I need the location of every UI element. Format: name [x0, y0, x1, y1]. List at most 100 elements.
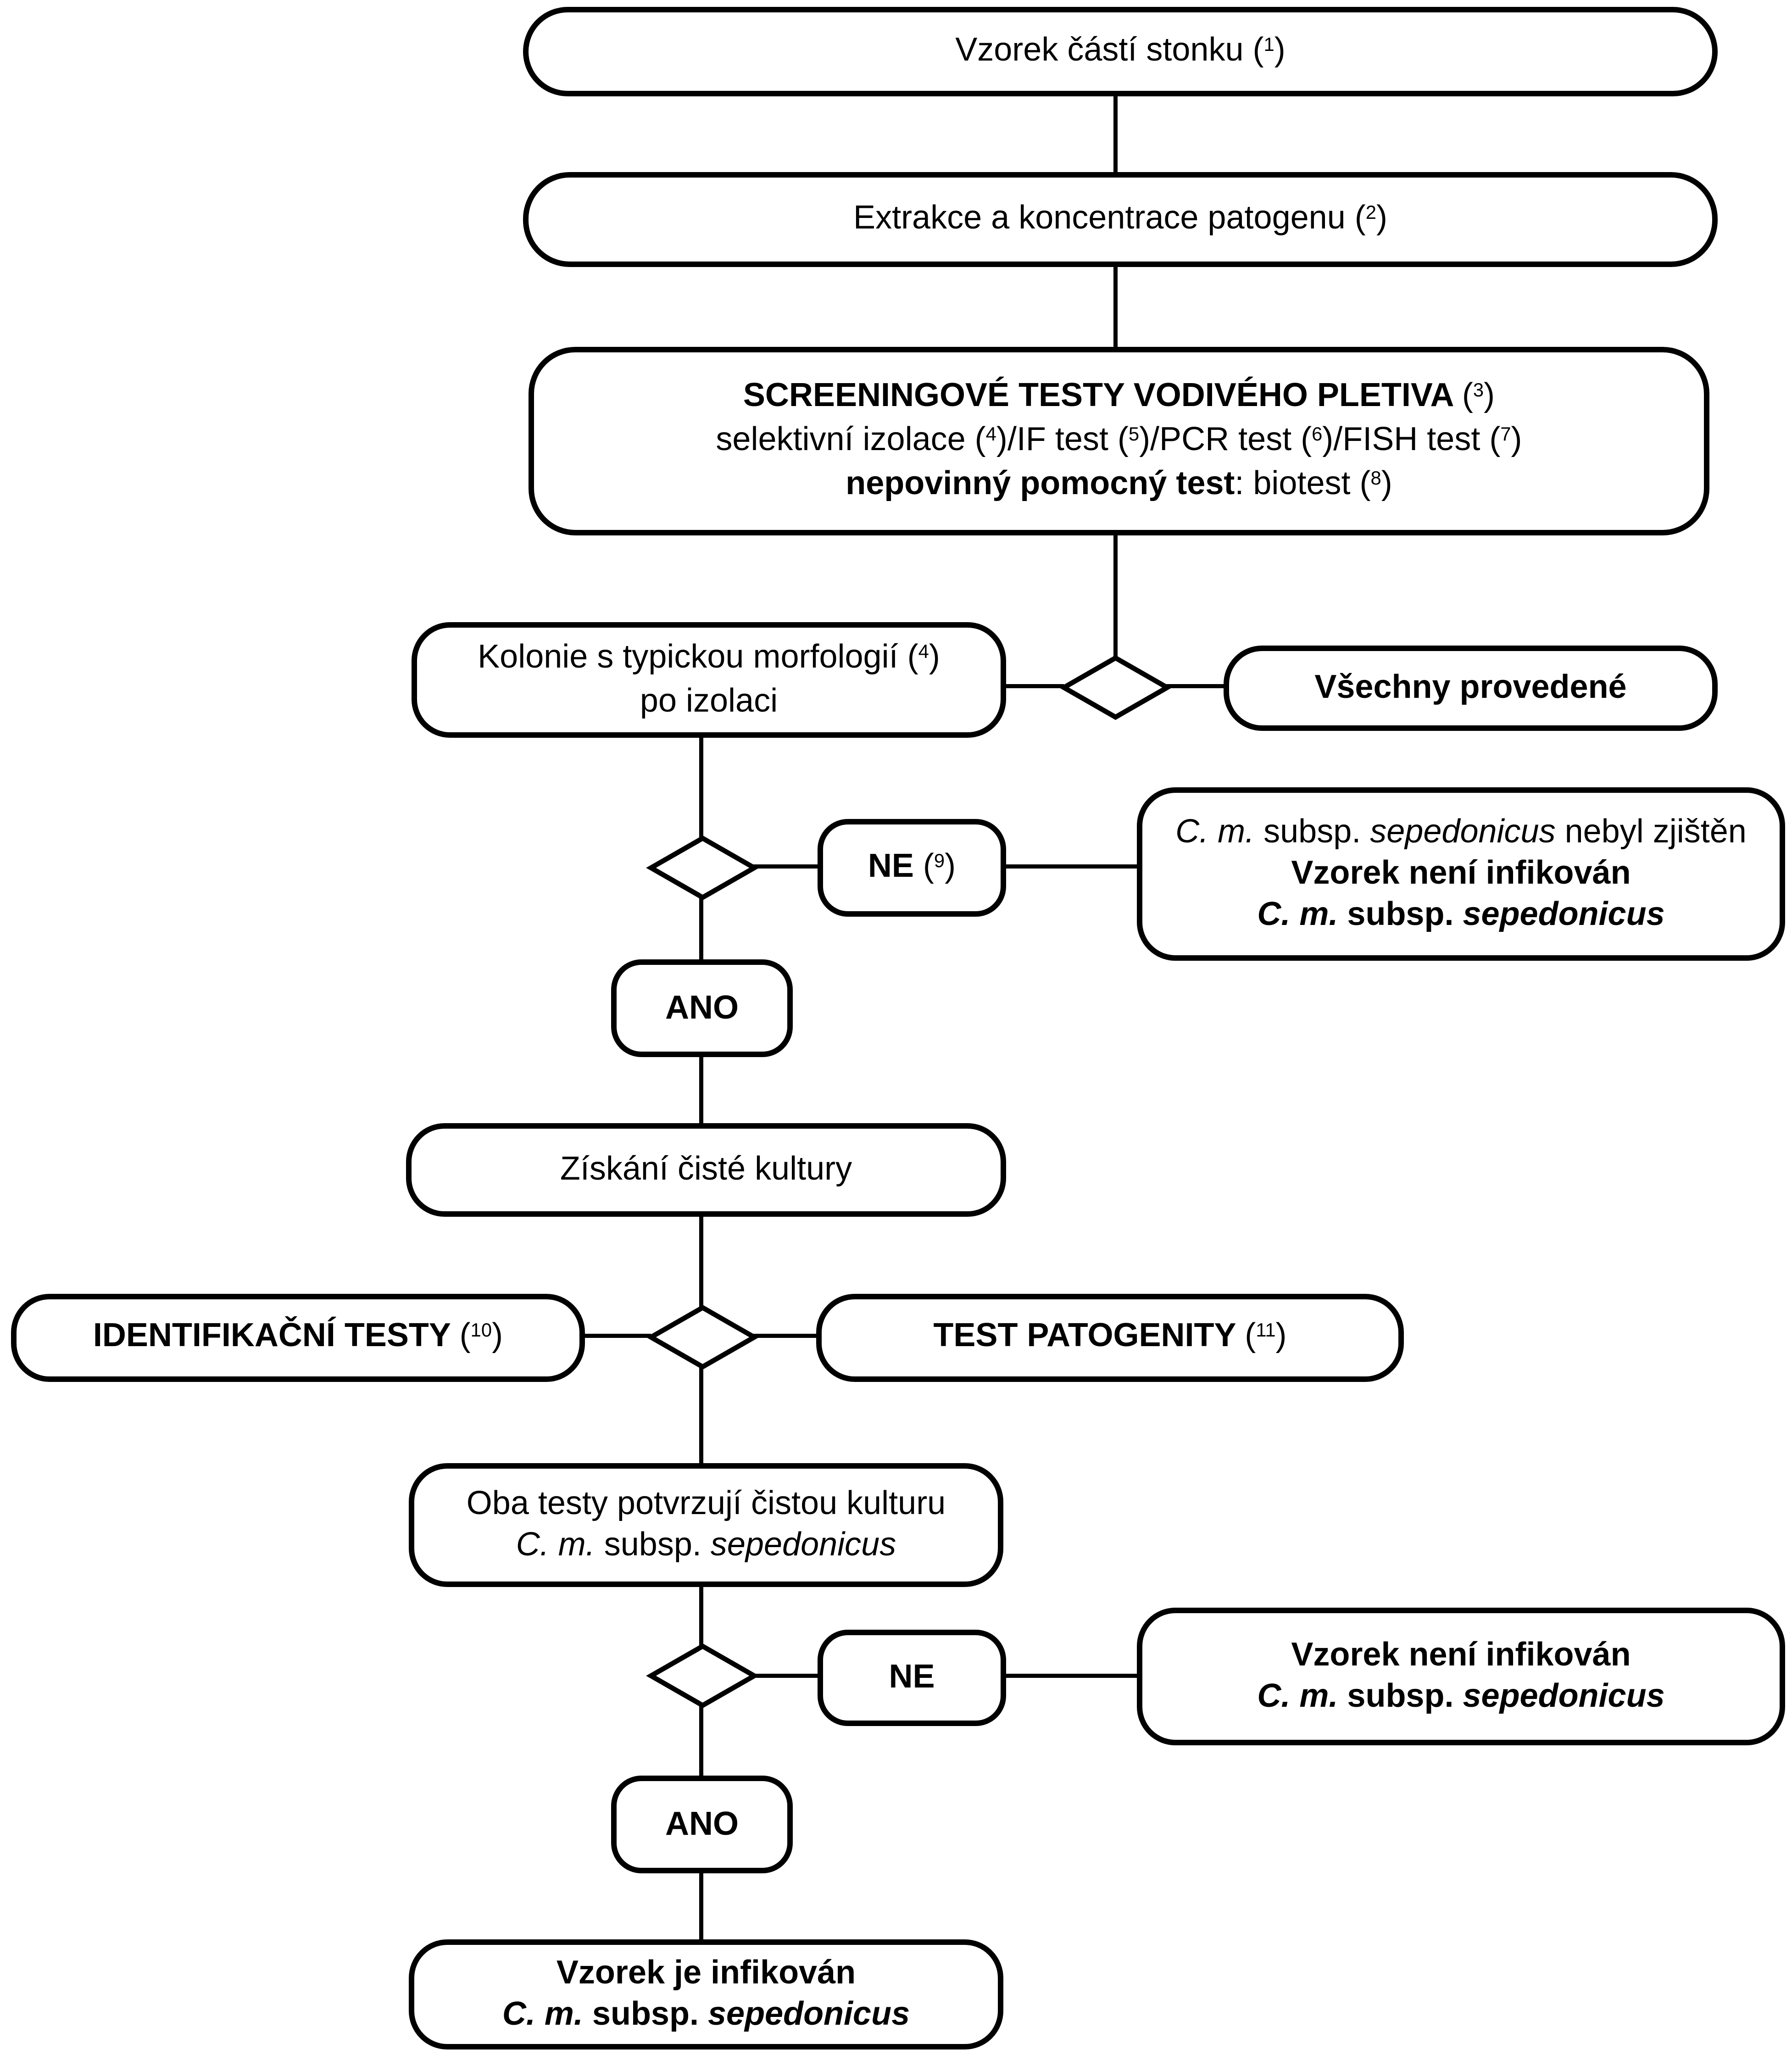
text-segment: ): [929, 639, 940, 676]
node-pure-culture: Získání čisté kultury: [406, 1123, 1006, 1217]
node-text-line: TEST PATOGENITY (11): [933, 1316, 1286, 1360]
node-text-line: Vzorek je infikován: [557, 1953, 856, 1994]
decision-diamond-colonies: [646, 835, 759, 901]
text-segment: Kolonie s typickou morfologií (: [478, 639, 918, 676]
text-segment: sepedonicus: [1463, 896, 1665, 933]
text-segment: sepedonicus: [710, 1526, 896, 1564]
text-segment: C. m.: [1257, 1678, 1338, 1715]
connector-diamond2-yes1: [699, 895, 703, 963]
text-segment: 11: [1256, 1319, 1276, 1341]
connector-no1-not-detected: [1002, 864, 1140, 869]
connector-extraction-screening: [1113, 263, 1118, 351]
node-text-line: C. m. subsp. sepedonicus: [516, 1525, 896, 1566]
node-text-line: po izolaci: [640, 681, 778, 723]
text-segment: selektivní izolace (: [716, 420, 986, 458]
connector-yes2-infected: [699, 1869, 703, 1944]
node-text-line: Kolonie s typickou morfologií (4): [478, 637, 940, 681]
text-segment: ): [945, 847, 956, 885]
text-segment: ): [492, 1317, 503, 1354]
text-segment: NE: [868, 847, 914, 885]
node-text-line: IDENTIFIKAČNÍ TESTY (10): [93, 1316, 503, 1360]
connector-diamond-all-performed: [1166, 684, 1228, 688]
text-segment: 10: [470, 1319, 492, 1341]
text-segment: (: [1462, 376, 1473, 414]
connector-sample-extraction: [1113, 89, 1118, 176]
text-segment: nepovinný pomocný test: [846, 464, 1235, 502]
decision-diamond-confirm: [646, 1643, 759, 1709]
connector-diamond3-pathogenicity: [751, 1334, 820, 1338]
text-segment: subsp.: [595, 1526, 711, 1564]
text-segment: sepedonicus: [707, 1996, 910, 2033]
text-segment: (: [459, 1317, 471, 1354]
text-segment: Získání čisté kultury: [560, 1151, 852, 1188]
text-segment: ): [1275, 1317, 1287, 1354]
node-pathogenicity-test: TEST PATOGENITY (11): [816, 1294, 1404, 1382]
node-not-detected: C. m. subsp. sepedonicus nebyl zjištěn V…: [1137, 787, 1785, 961]
text-segment: 6: [1312, 422, 1323, 444]
text-segment: NE: [889, 1659, 935, 1696]
text-segment: Vzorek částí stonku (: [955, 31, 1264, 68]
node-text-line: ANO: [665, 988, 739, 1029]
node-all-performed: Všechny provedené: [1224, 646, 1718, 731]
connector-diamond3-both-tests: [699, 1364, 703, 1467]
text-segment: : biotest (: [1235, 464, 1371, 502]
text-segment: Všechny provedené: [1314, 669, 1627, 706]
text-segment: Extrakce a koncentrace patogenu (: [853, 199, 1366, 236]
text-segment: po izolaci: [640, 683, 778, 720]
connector-diamond2-no1: [751, 864, 820, 869]
text-segment: ): [1376, 199, 1387, 236]
text-segment: 5: [1128, 422, 1140, 444]
node-text-line: Vzorek částí stonku (1): [955, 30, 1285, 74]
node-text-line: C. m. subsp. sepedonicus: [1257, 1676, 1664, 1718]
node-text-line: Oba testy potvrzují čistou kulturu: [467, 1484, 946, 1525]
text-segment: ANO: [665, 989, 739, 1026]
connector-diamond4-yes2: [699, 1703, 703, 1780]
text-segment: Vzorek je infikován: [556, 1955, 856, 1992]
connector-both-tests-diamond4: [699, 1583, 703, 1648]
node-text-line: NE (9): [868, 846, 956, 890]
text-segment: 3: [1473, 378, 1484, 400]
text-segment: sepedonicus: [1463, 1678, 1665, 1715]
node-text-line: Vzorek není infikován: [1291, 853, 1631, 895]
connector-no2-not-infected: [1002, 1674, 1140, 1678]
text-segment: 4: [918, 640, 929, 663]
node-text-line: Extrakce a koncentrace patogenu (2): [853, 198, 1387, 242]
text-segment: (: [913, 847, 934, 885]
text-segment: ANO: [665, 1805, 739, 1843]
text-segment: C. m.: [516, 1526, 595, 1564]
text-segment: C. m.: [502, 1996, 583, 2033]
text-segment: 4: [985, 422, 996, 444]
text-segment: C. m.: [1257, 896, 1338, 933]
node-extraction: Extrakce a koncentrace patogenu (2): [523, 172, 1718, 267]
node-yes-2: ANO: [611, 1776, 793, 1873]
node-no-2: NE: [818, 1630, 1006, 1726]
node-text-line: C. m. subsp. sepedonicus nebyl zjištěn: [1175, 812, 1747, 853]
connector-colonies-diamond2: [699, 734, 703, 841]
text-segment: subsp.: [1254, 813, 1370, 851]
node-yes-1: ANO: [611, 959, 793, 1057]
node-text-line: nepovinný pomocný test: biotest (8): [846, 463, 1392, 507]
text-segment: )/IF test (: [996, 420, 1129, 458]
text-segment: C. m.: [1175, 813, 1255, 851]
text-segment: ): [1381, 464, 1392, 502]
node-sample-stem: Vzorek částí stonku (1): [523, 7, 1718, 96]
text-segment: 8: [1370, 466, 1381, 488]
node-colonies: Kolonie s typickou morfologií (4) po izo…: [412, 622, 1006, 738]
text-segment: ): [1484, 376, 1495, 414]
node-no-1: NE (9): [818, 819, 1006, 917]
text-segment: ): [1274, 31, 1286, 68]
text-segment: Oba testy potvrzují čistou kulturu: [466, 1485, 946, 1522]
text-segment: Vzorek není infikován: [1291, 1637, 1631, 1674]
connector-yes1-pure-culture: [699, 1053, 703, 1127]
node-infected: Vzorek je infikován C. m. subsp. sepedon…: [409, 1939, 1003, 2049]
node-text-line: Všechny provedené: [1314, 668, 1626, 709]
node-text-line: selektivní izolace (4)/IF test (5)/PCR t…: [716, 419, 1522, 463]
text-segment: )/FISH test (: [1322, 420, 1501, 458]
text-segment: nebyl zjištěn: [1555, 813, 1747, 851]
node-text-line: NE: [889, 1657, 935, 1699]
text-segment: 7: [1500, 422, 1511, 444]
text-segment: subsp.: [1338, 1678, 1463, 1715]
text-segment: sepedonicus: [1370, 813, 1556, 851]
